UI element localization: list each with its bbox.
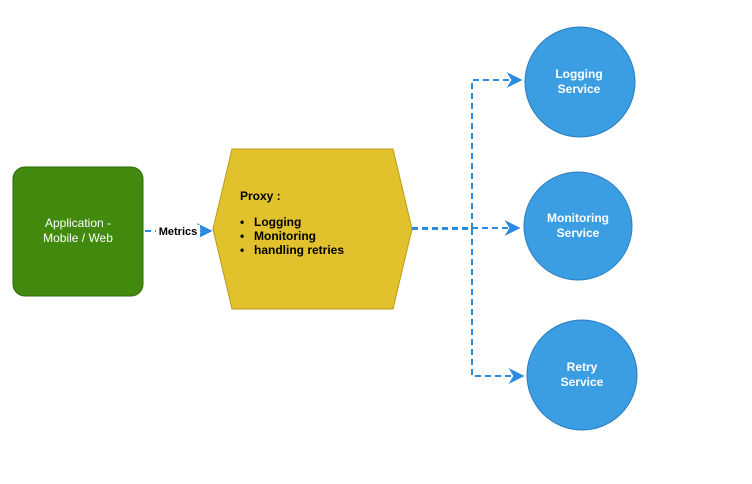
edge-proxy-to-retry [412,228,525,384]
application-label: Application - Mobile / Web [43,216,113,245]
proxy-item-retries: handling retries [240,243,390,257]
proxy-content: Proxy : Logging Monitoring handling retr… [240,189,390,257]
proxy-item-logging: Logging [240,215,390,229]
logging-service-circle[interactable] [524,26,636,138]
proxy-title: Proxy : [240,189,281,203]
retry-service-circle[interactable] [526,319,638,431]
proxy-item-monitoring: Monitoring [240,229,390,243]
monitoring-service-label: Monitoring Service [547,211,609,240]
retry-service-label: Retry Service [560,360,604,389]
edge-proxy-to-logging [412,72,523,230]
application-box[interactable] [12,166,144,297]
proxy-responsibility-list: Logging Monitoring handling retries [240,215,390,257]
logging-service-label: Logging Service [555,67,603,96]
edge-label-metrics: Metrics [156,225,200,240]
monitoring-service-circle[interactable] [523,171,633,281]
